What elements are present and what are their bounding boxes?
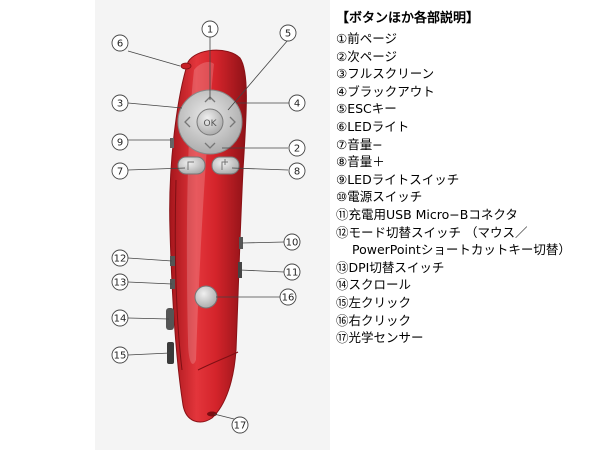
legend-item: ⑮左クリック [336, 294, 412, 310]
svg-text:6: 6 [117, 39, 123, 50]
callout-13: 13 [111, 273, 129, 291]
scroll-wheel[interactable] [166, 308, 174, 330]
svg-text:1: 1 [207, 25, 213, 36]
ok-button[interactable] [196, 108, 224, 136]
callout-9: 9 [111, 133, 129, 151]
power-switch[interactable] [239, 237, 243, 249]
legend-item: ⑭スクロール [336, 277, 412, 293]
legend-item: ⑰光学センサー [336, 330, 424, 346]
dpad-down-arrow-icon [204, 142, 216, 149]
volume-up-button[interactable] [211, 156, 240, 175]
legend-item: ③フルスクリーン [336, 66, 435, 82]
callout-11: 11 [283, 263, 301, 281]
callout-14: 14 [111, 309, 129, 327]
callout-12: 12 [111, 249, 129, 267]
svg-text:14: 14 [114, 314, 127, 325]
callout-10: 10 [283, 233, 301, 251]
callout-2: 2 [288, 139, 306, 157]
mode-switch[interactable] [170, 256, 175, 266]
legend-item: ⑩電源スイッチ [336, 189, 423, 205]
device-seam [174, 179, 183, 371]
callout-5: 5 [279, 24, 297, 42]
legend-item: ⑨LEDライトスイッチ [336, 171, 460, 187]
callout-1: 1 [201, 20, 219, 38]
device-tip-line [197, 351, 239, 371]
svg-text:4: 4 [294, 99, 300, 110]
legend-item: ②次ページ [336, 48, 397, 64]
legend-item: ④ブラックアウト [336, 83, 435, 99]
legend-item: ⑤ESCキー [336, 101, 397, 117]
callouts: 1 5 6 3 4 9 2 7 8 10 12 11 13 16 14 15 1… [111, 20, 306, 434]
legend-item: ①前ページ [336, 31, 397, 46]
svg-text:17: 17 [234, 421, 247, 432]
dpad-left-arrow-icon [184, 116, 191, 128]
callout-3: 3 [111, 94, 129, 112]
svg-text:12: 12 [114, 254, 127, 265]
callout-17: 17 [231, 416, 249, 434]
legend-item: ⑧音量＋ [336, 154, 385, 170]
dpad-right-arrow-icon [229, 116, 236, 128]
volume-down-icon [187, 161, 194, 170]
leader-lines [127, 36, 289, 421]
dpi-switch[interactable] [170, 279, 175, 289]
svg-text:11: 11 [286, 268, 299, 279]
svg-text:8: 8 [294, 167, 300, 178]
callout-4: 4 [288, 94, 306, 112]
legend-item: ⑬DPI切替スイッチ [336, 259, 445, 275]
legend-item: ⑯右クリック [336, 312, 412, 328]
legend-title: 【ボタンほか各部説明】 [336, 11, 480, 26]
volume-up-icon [221, 159, 228, 170]
callout-16: 16 [279, 288, 297, 306]
optical-sensor [207, 411, 217, 417]
callout-7: 7 [111, 162, 129, 180]
callout-6: 6 [111, 34, 129, 52]
legend-item: ⑦音量− [336, 136, 383, 152]
svg-text:16: 16 [282, 293, 295, 304]
product-photo: OK [95, 0, 330, 450]
svg-text:7: 7 [117, 167, 123, 178]
svg-text:2: 2 [294, 144, 300, 155]
svg-text:13: 13 [114, 278, 127, 289]
callout-15: 15 [111, 346, 129, 364]
callout-8: 8 [288, 162, 306, 180]
left-click-button[interactable] [167, 342, 174, 364]
led-light [180, 62, 192, 70]
legend-item: ⑫モード切替スイッチ （マウス／ [336, 224, 528, 240]
ok-button-label: OK [204, 119, 218, 129]
legend-item: ⑪充電用USB Micro−Bコネクタ [336, 206, 518, 222]
svg-text:3: 3 [117, 99, 123, 110]
led-light-switch[interactable] [170, 138, 174, 148]
volume-down-button[interactable] [177, 156, 206, 175]
svg-text:5: 5 [285, 29, 291, 40]
svg-text:9: 9 [117, 138, 123, 149]
legend-item-continued: PowerPointショートカットキー切替） [352, 242, 571, 258]
svg-text:10: 10 [286, 238, 299, 249]
svg-text:15: 15 [114, 351, 127, 362]
legend-list: ①前ページ ②次ページ ③フルスクリーン ④ブラックアウト ⑤ESCキー ⑥LE… [336, 30, 596, 347]
parts-legend: 【ボタンほか各部説明】 ①前ページ ②次ページ ③フルスクリーン ④ブラックアウ… [336, 8, 596, 347]
legend-item: ⑥LEDライト [336, 118, 410, 134]
right-click-button[interactable] [194, 285, 218, 309]
